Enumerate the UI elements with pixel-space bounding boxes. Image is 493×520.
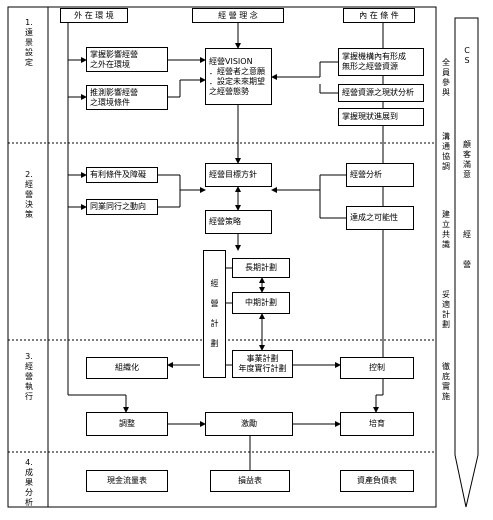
business-analysis-box: 經營分析 — [346, 163, 414, 187]
philosophy-box: 經 營 理 念 — [192, 8, 284, 23]
section-label-4: 4. 成 果 分 析 — [25, 458, 33, 507]
outer-frame — [7, 6, 437, 508]
resource-analysis-box: 經營資源之現狀分析 — [338, 84, 424, 102]
strategy-box: 經營策略 — [205, 210, 272, 234]
income-statement-box: 損益表 — [210, 470, 290, 492]
resource-grasp-box: 掌握機構內有形成 無形之經營資源 — [338, 48, 424, 76]
cultivate-box: 培育 — [340, 412, 414, 436]
cs-subtitle: 顧 客 滿 意 經 營 — [463, 140, 471, 269]
section-label-1: 1. 遠 景 設 定 — [25, 18, 33, 67]
external-env-grasp-box: 掌握影響經營 之外在環境 — [86, 47, 168, 72]
side-label-implementation: 徹 底 實 施 — [442, 362, 450, 401]
balance-sheet-box: 資產負債表 — [340, 470, 414, 492]
vision-box: 經營VISION ．經營者之意願 ．設定未來期望 之經營態勢 — [205, 48, 272, 105]
internal-cond-box: 內 在 條 件 — [343, 8, 415, 23]
control-box: 控制 — [340, 357, 414, 379]
business-plan-column: 經 營 計 劃 — [203, 250, 226, 378]
conditions-obstacles-box: 有利條件及障礙 — [86, 167, 158, 183]
adjust-box: 調整 — [86, 412, 168, 436]
long-term-plan-box: 長期計劃 — [232, 258, 290, 278]
organize-box: 組織化 — [86, 357, 168, 379]
section-label-2: 2. 經 營 決 策 — [25, 170, 33, 219]
industry-trend-box: 同業同行之動向 — [86, 199, 158, 215]
env-condition-box: 推測影響經營 之環境條件 — [86, 85, 168, 110]
cs-title: C S — [464, 46, 470, 65]
status-progress-box: 掌握現狀進展到 — [338, 108, 424, 126]
feasibility-box: 達成之可能性 — [346, 206, 414, 230]
motivate-box: 激勵 — [205, 412, 293, 436]
side-label-communication: 溝 通 協 調 — [442, 132, 450, 171]
mid-term-plan-box: 中期計劃 — [232, 292, 290, 314]
side-label-planning: 妥 適 計 劃 — [442, 290, 450, 329]
external-env-box: 外 在 環 境 — [60, 8, 128, 23]
side-label-consensus: 建 立 共 識 — [442, 210, 450, 249]
goal-policy-box: 經營目標方針 — [205, 163, 272, 187]
annual-plan-box: 事業計劃 年度實行計劃 — [232, 350, 293, 378]
cashflow-box: 現金流量表 — [86, 470, 168, 492]
section-label-3: 3. 經 營 執 行 — [25, 352, 33, 401]
cs-arrow-shape — [454, 17, 479, 508]
side-label-participation: 全 員 參 與 — [442, 58, 450, 97]
